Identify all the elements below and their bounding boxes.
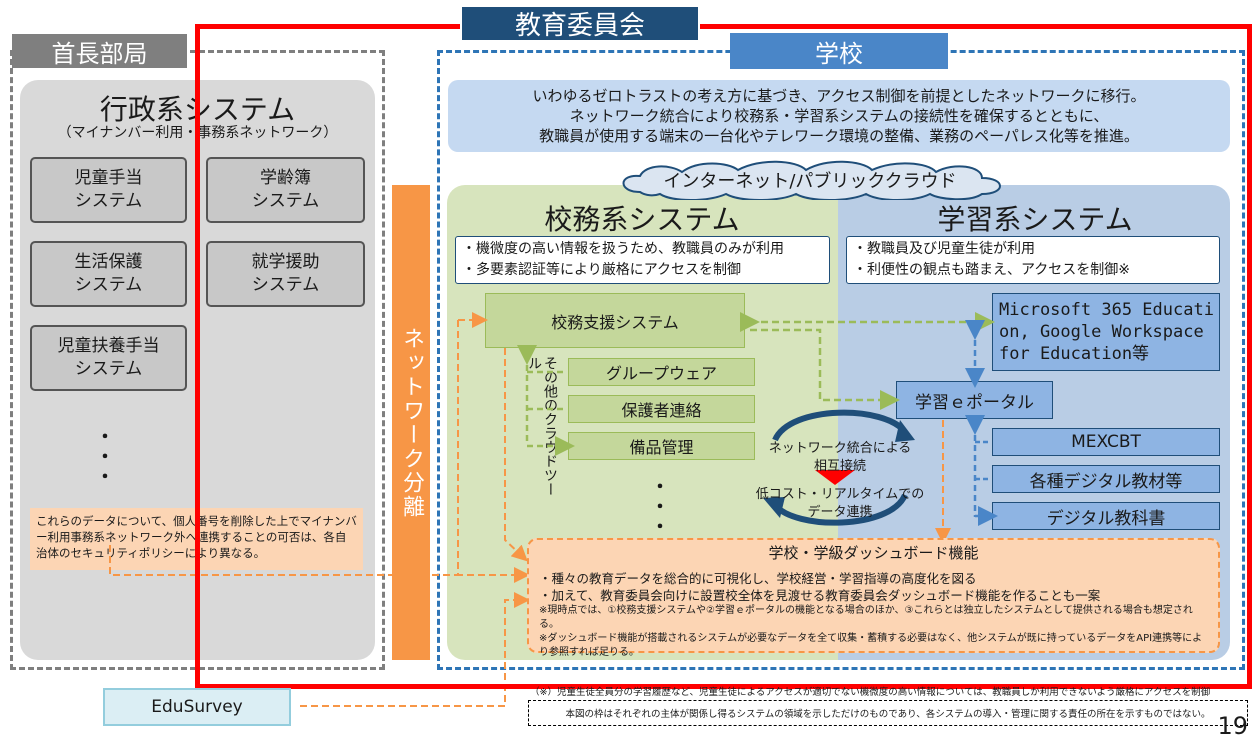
microsoft-google-box: Microsoft 365 Educati on, Google Workspa… xyxy=(992,293,1220,371)
policy-bullet: ・機微度の高い情報を扱うため、教職員のみが利用 xyxy=(462,241,784,257)
network-separation-bar: ネットワーク分離 xyxy=(392,185,430,660)
description-line: 教職員が使用する端末の一台化やテレワーク環境の整備、業務のペーパレス化等を推進。 xyxy=(539,127,1139,145)
child-support-allowance-system: 児童扶養手当 システム xyxy=(30,325,187,391)
cloud-shape xyxy=(622,160,1001,200)
ms-google-line: on, Google Workspace xyxy=(999,322,1204,342)
system-label-line2: システム xyxy=(251,275,320,295)
system-label-line1: 就学援助 xyxy=(251,252,320,272)
policy-bullet: ・教職員及び児童生徒が利用 xyxy=(853,241,1035,257)
ms-google-line: for Education等 xyxy=(999,344,1150,364)
more-tools-ellipsis: ・・・ xyxy=(651,477,669,538)
integration-line: 低コスト・リアルタイムでの xyxy=(755,487,925,502)
system-label-line2: システム xyxy=(74,359,143,379)
groupware-box: グループウェア xyxy=(568,358,755,386)
dashboard-note: ※現時点では、①校務支援システムや②学習ｅポータルの機能となる場合のほか、③これ… xyxy=(539,605,1193,630)
integration-line: 相互接続 xyxy=(813,459,866,474)
system-label-line1: 学齢簿 xyxy=(260,168,311,188)
system-label-line1: 児童扶養手当 xyxy=(57,336,160,356)
dashboard-note: ※ダッシュボード機能が搭載されるシステムが必要なデータを全て収集・蓄積する必要は… xyxy=(539,633,1203,658)
mexcbt-box: MEXCBT xyxy=(992,428,1220,456)
description-line: いわゆるゼロトラストの考え方に基づき、アクセス制御を前提としたネットワークに移行… xyxy=(532,87,1146,105)
school-description: いわゆるゼロトラストの考え方に基づき、アクセス制御を前提としたネットワークに移行… xyxy=(448,80,1230,152)
data-linkage-label: 低コスト・リアルタイムでの データ連携 xyxy=(745,486,935,522)
welfare-system: 生活保護 システム xyxy=(30,241,187,307)
equipment-management-box: 備品管理 xyxy=(568,432,755,460)
digital-materials-box: 各種デジタル教材等 xyxy=(992,465,1220,493)
child-allowance-system: 児童手当 システム xyxy=(30,157,187,223)
ms-google-line: Microsoft 365 Educati xyxy=(999,300,1214,320)
board-of-education-frame xyxy=(195,24,1252,689)
system-label-line2: システム xyxy=(74,275,143,295)
learning-system-policy: ・教職員及び児童生徒が利用 ・利便性の観点も踏まえ、アクセスを制御※ xyxy=(846,236,1220,284)
learning-system-title: 学習系システム xyxy=(937,203,1133,236)
policy-bullet: ・利便性の観点も踏まえ、アクセスを制御※ xyxy=(853,262,1131,278)
network-integration-label: ネットワーク統合による 相互接続 xyxy=(755,440,925,476)
school-affairs-policy: ・機微度の高い情報を扱うため、教職員のみが利用 ・多要素認証等により厳格にアクセ… xyxy=(455,236,830,284)
school-register-system: 学齢簿 システム xyxy=(206,157,365,223)
dashboard-title: 学校・学級ダッシュボード機能 xyxy=(768,544,979,562)
parent-contact-box: 保護者連絡 xyxy=(568,395,755,423)
system-label-line2: システム xyxy=(251,191,320,211)
school-affairs-title: 校務系システム xyxy=(544,203,740,236)
page-number: 19 xyxy=(1217,712,1248,740)
internet-cloud-label: インターネット/パブリッククラウド xyxy=(663,171,957,192)
edusurvey-box: EduSurvey xyxy=(103,688,291,726)
dashboard-line: ・種々の教育データを総合的に可視化し、学校経営・学習指導の高度化を図る xyxy=(539,571,977,586)
responsibility-disclaimer: 本図の枠はそれぞれの主体が関係し得るシステムの領域を示しただけのものであり、各シ… xyxy=(528,700,1248,726)
board-of-education-title: 教育委員会 xyxy=(460,5,700,42)
digital-textbook-box: デジタル教科書 xyxy=(992,502,1220,530)
school-affairs-support-system: 校務支援システム xyxy=(485,293,745,348)
system-label-line1: 児童手当 xyxy=(74,168,143,188)
integration-line: データ連携 xyxy=(807,505,873,520)
dashboard-line: ・加えて、教育委員会向けに設置校全体を見渡せる教育委員会ダッシュボード機能を作る… xyxy=(539,588,1101,603)
description-line: ネットワーク統合により校務系・学習系システムの接続性を確保するとともに、 xyxy=(569,107,1109,125)
policy-bullet: ・多要素認証等により厳格にアクセスを制御 xyxy=(462,262,742,278)
integration-line: ネットワーク統合による xyxy=(768,441,912,456)
access-control-footnote: （※）児童生徒全員分の学習履歴など、児童生徒によるアクセスが適切でない機微度の高… xyxy=(530,687,1211,698)
local-government-title: 首長部局 xyxy=(12,34,187,68)
more-systems-ellipsis: ・・・ xyxy=(96,427,114,488)
school-title: 学校 xyxy=(730,33,948,69)
school-aid-system: 就学援助 システム xyxy=(206,241,365,307)
dashboard-function-box: 学校・学級ダッシュボード機能 ・種々の教育データを総合的に可視化し、学校経営・学… xyxy=(527,538,1220,658)
system-label-line1: 生活保護 xyxy=(74,252,143,272)
system-label-line2: システム xyxy=(74,191,143,211)
